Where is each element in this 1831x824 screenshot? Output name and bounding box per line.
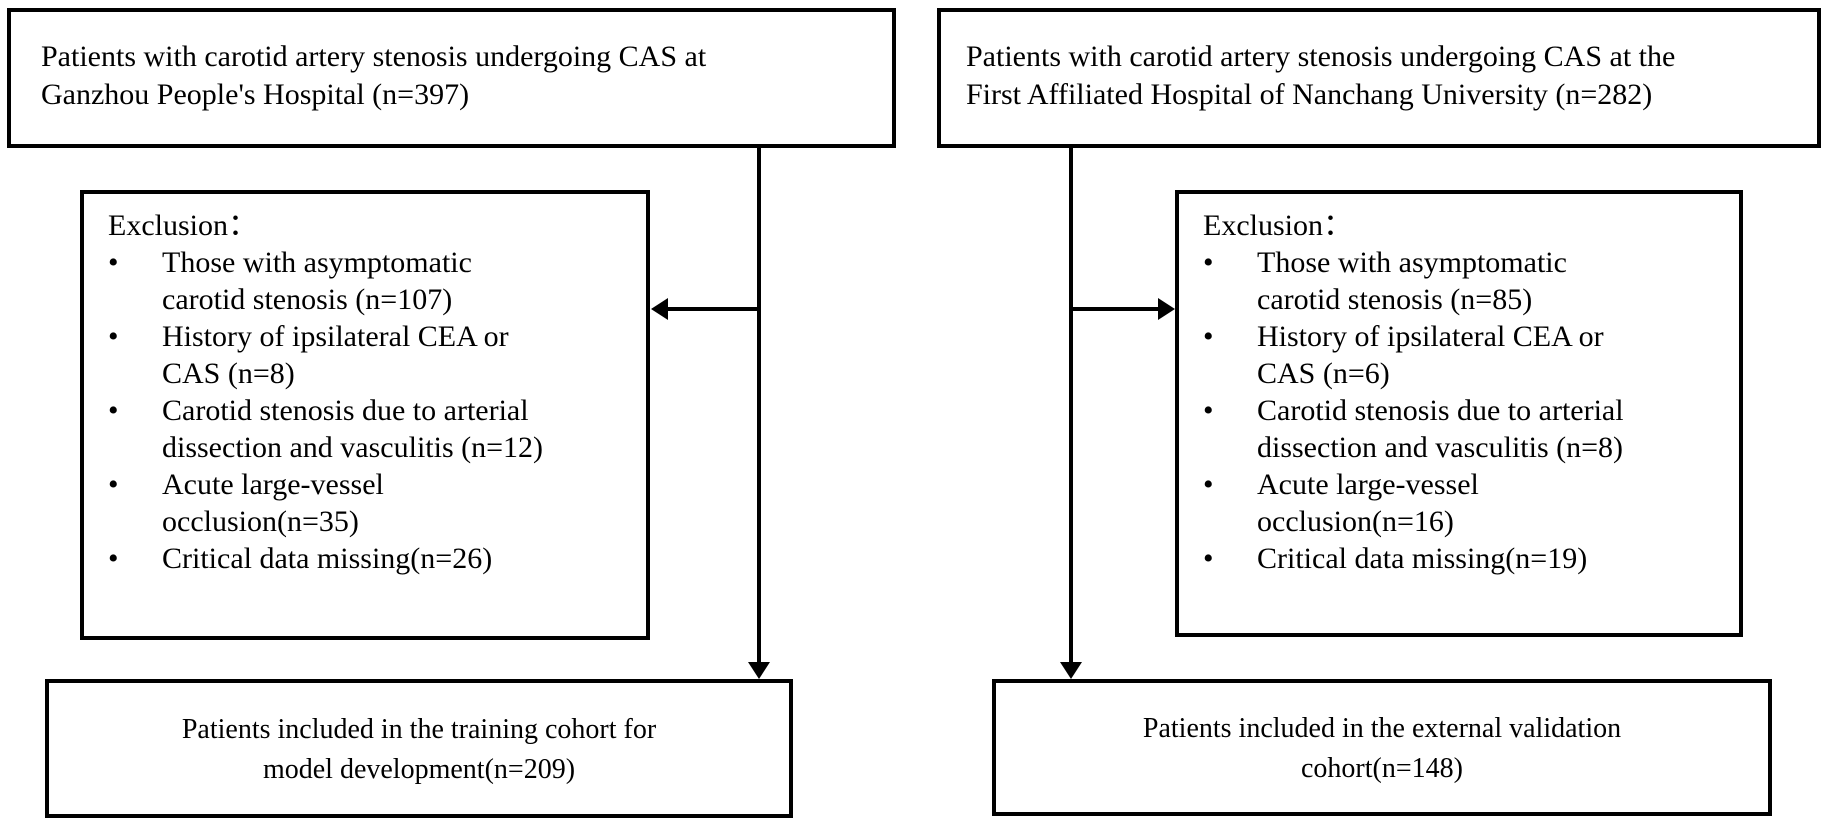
box-text-line: Patients with carotid artery stenosis un… (41, 40, 707, 73)
exclusion-item: • Those with asymptomatic carotid stenos… (108, 244, 636, 318)
box-text-line: model development(n=209) (262, 754, 576, 785)
bullet-icon: • (108, 394, 119, 427)
right-arrowhead-right-icon (1158, 298, 1175, 320)
exclusion-item: • Critical data missing(n=19) (1203, 540, 1729, 577)
box-text-line: Patients with carotid artery stenosis un… (966, 40, 1676, 73)
box-text-line: Patients included in the training cohort… (181, 714, 657, 745)
bullet-icon: • (108, 320, 119, 353)
bullet-icon: • (108, 246, 119, 279)
box-text-line: Carotid stenosis due to arterial (1257, 394, 1624, 427)
exclusion-item: • History of ipsilateral CEA or CAS (n=8… (108, 318, 636, 392)
left-exclusion-box: Exclusion： • Those with asymptomatic car… (80, 190, 650, 640)
bullet-icon: • (1203, 394, 1214, 427)
exclusion-title: Exclusion： (1203, 209, 1353, 242)
exclusion-item: • Acute large-vessel occlusion(n=16) (1203, 466, 1729, 540)
box-text-line: History of ipsilateral CEA or (1257, 320, 1604, 353)
box-text-line: CAS (n=6) (1257, 357, 1390, 390)
box-text-line: Critical data missing(n=19) (1257, 542, 1588, 575)
left-exclusion-connector (667, 307, 761, 311)
left-included-box: Patients included in the training cohort… (45, 679, 793, 818)
box-text-line: dissection and vasculitis (n=12) (162, 431, 544, 464)
box-text-line: carotid stenosis (n=107) (162, 283, 453, 316)
box-text-line: occlusion(n=16) (1257, 505, 1454, 538)
box-text-line: Acute large-vessel (162, 468, 384, 501)
box-text-line: CAS (n=8) (162, 357, 295, 390)
box-text-line: occlusion(n=35) (162, 505, 359, 538)
exclusion-item: • History of ipsilateral CEA or CAS (n=6… (1203, 318, 1729, 392)
box-text-line: Carotid stenosis due to arterial (162, 394, 529, 427)
box-text-line: dissection and vasculitis (n=8) (1257, 431, 1624, 464)
box-text-line: History of ipsilateral CEA or (162, 320, 509, 353)
left-arrowhead-left-icon (651, 298, 668, 320)
right-enrollment-box: Patients with carotid artery stenosis un… (937, 8, 1821, 148)
exclusion-item: • Critical data missing(n=26) (108, 540, 636, 577)
box-text-line: Acute large-vessel (1257, 468, 1479, 501)
exclusion-item: • Carotid stenosis due to arterial disse… (1203, 392, 1729, 466)
bullet-icon: • (1203, 320, 1214, 353)
left-vertical-connector (757, 145, 761, 665)
exclusion-item: • Those with asymptomatic carotid stenos… (1203, 244, 1729, 318)
bullet-icon: • (1203, 542, 1214, 575)
left-arrowhead-down-icon (748, 662, 770, 679)
left-enrollment-box: Patients with carotid artery stenosis un… (7, 8, 896, 148)
exclusion-item: • Acute large-vessel occlusion(n=35) (108, 466, 636, 540)
bullet-icon: • (1203, 246, 1214, 279)
box-text-line: cohort(n=148) (1301, 753, 1463, 784)
right-included-box: Patients included in the external valida… (992, 679, 1772, 816)
exclusion-title: Exclusion： (108, 209, 258, 242)
right-vertical-connector (1069, 145, 1073, 665)
box-text-line: Critical data missing(n=26) (162, 542, 493, 575)
right-exclusion-connector (1069, 307, 1159, 311)
box-text-line: Ganzhou People's Hospital (n=397) (41, 78, 470, 111)
box-text-line: First Affiliated Hospital of Nanchang Un… (966, 78, 1653, 111)
box-text-line: Those with asymptomatic (162, 246, 472, 279)
box-text-line: carotid stenosis (n=85) (1257, 283, 1533, 316)
box-text-line: Those with asymptomatic (1257, 246, 1567, 279)
bullet-icon: • (1203, 468, 1214, 501)
exclusion-item: • Carotid stenosis due to arterial disse… (108, 392, 636, 466)
right-arrowhead-down-icon (1060, 662, 1082, 679)
right-exclusion-box: Exclusion： • Those with asymptomatic car… (1175, 190, 1743, 637)
bullet-icon: • (108, 468, 119, 501)
bullet-icon: • (108, 542, 119, 575)
box-text-line: Patients included in the external valida… (1142, 713, 1622, 744)
